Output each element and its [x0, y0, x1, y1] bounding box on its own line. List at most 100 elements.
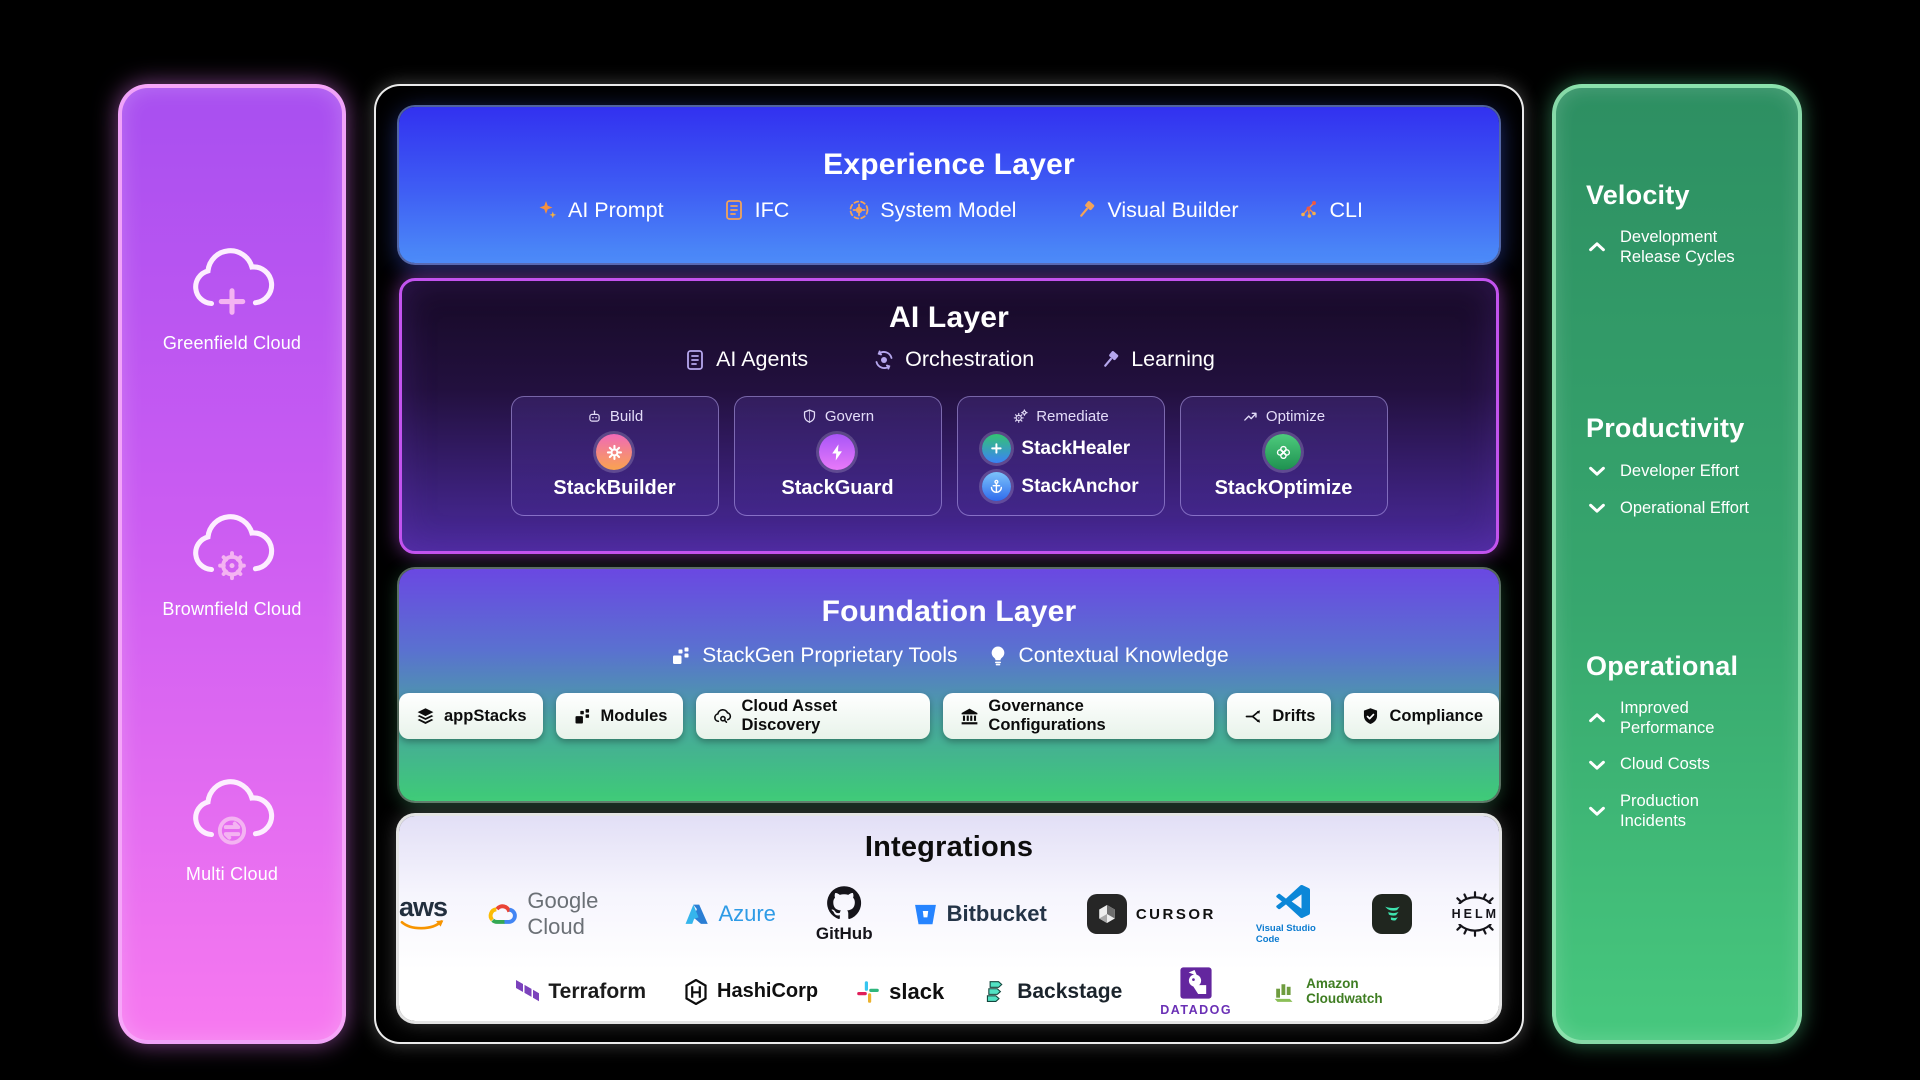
- aws-logo: aws: [399, 891, 448, 933]
- datadog-text: DATADOG: [1160, 1003, 1233, 1017]
- windsurf-icon: [1371, 894, 1412, 934]
- azure-text: Azure: [718, 901, 776, 926]
- outcome-label: Operational Effort: [1620, 499, 1750, 518]
- layer-item-contextual-knowledge: Contextual Knowledge: [986, 644, 1229, 668]
- cursor-text: CURSOR: [1135, 905, 1216, 923]
- outcome-label: Development Release Cycles: [1620, 228, 1735, 267]
- integrations-title: Integrations: [864, 831, 1034, 863]
- card-category: Build: [586, 408, 643, 425]
- layer-item-orchestration: Orchestration: [872, 347, 1034, 372]
- stackbuilder-badge-icon: [596, 434, 633, 470]
- chevron-down-icon: [1586, 497, 1608, 519]
- product-name: StackBuilder: [553, 477, 676, 499]
- terraform-logo: Terraform: [515, 979, 646, 1005]
- backstage-logo: Backstage: [982, 979, 1122, 1005]
- outcome-section-title: Productivity: [1586, 413, 1745, 444]
- chip-label: Governance Configurations: [988, 697, 1106, 734]
- cloud-type-multi-cloud: Multi Cloud: [185, 774, 279, 885]
- robot-icon: [586, 408, 603, 425]
- outcome-section-title: Velocity: [1586, 180, 1690, 210]
- backstage-text: Backstage: [1017, 979, 1123, 1003]
- system-model-icon: [847, 198, 871, 222]
- product-stackanchor: StackAnchor: [982, 472, 1139, 501]
- outcome-label: Improved Performance: [1620, 699, 1715, 738]
- layer-item-label: StackGen Proprietary Tools: [702, 644, 958, 667]
- cloud-type-label: Greenfield Cloud: [162, 332, 302, 353]
- chip-drifts: Drifts: [1227, 693, 1332, 739]
- stackhealer-badge-icon: [982, 434, 1012, 463]
- windsurf-logo: [1371, 894, 1412, 934]
- layer-item-label: System Model: [880, 197, 1017, 222]
- experience-items: AI Prompt IFC System Model Visual Builder CL…: [535, 198, 1363, 223]
- vscode-text: Visual Studio Code: [1255, 923, 1316, 945]
- layer-item-ai-prompt: AI Prompt: [535, 198, 664, 223]
- cloud-search-icon: [712, 706, 733, 727]
- product-stackguard: StackGuard: [781, 425, 894, 500]
- cursor-logo: CURSOR: [1086, 894, 1216, 934]
- datadog-icon: [1180, 967, 1212, 999]
- layer-item-label: AI Prompt: [568, 197, 664, 222]
- chevron-down-icon: [1586, 800, 1608, 822]
- chip-modules: Modules: [555, 693, 684, 739]
- outcome-label: Developer Effort: [1620, 462, 1739, 481]
- chip-label: Compliance: [1389, 706, 1483, 725]
- aws-logo-text: aws: [399, 891, 448, 922]
- chevron-up-icon: [1586, 236, 1608, 258]
- chip-label: appStacks: [444, 706, 527, 725]
- cloud-type-label: Multi Cloud: [185, 864, 279, 885]
- gears-icon: [1012, 408, 1029, 425]
- datadog-logo: DATADOG: [1160, 966, 1232, 1017]
- github-logo: GitHub: [816, 885, 873, 944]
- card-category-label: Build: [609, 408, 644, 425]
- chip-compliance: Compliance: [1344, 693, 1499, 739]
- cloud-type-greenfield-cloud: Greenfield Cloud: [163, 243, 301, 354]
- hashicorp-text: HashiCorp: [717, 980, 819, 1002]
- bulb-icon: [986, 644, 1010, 668]
- product-stackhealer: StackHealer: [982, 434, 1130, 463]
- aws-smile-icon: [400, 920, 444, 930]
- blocks-icon: [669, 644, 693, 668]
- experience-layer-title: Experience Layer: [823, 147, 1075, 181]
- bitbucket-icon: [914, 904, 936, 924]
- stackanchor-badge-icon: [982, 472, 1012, 501]
- outcome-developer-effort: Developer Effort: [1586, 460, 1780, 482]
- foundation-items: StackGen Proprietary Tools Contextual Kno…: [669, 644, 1229, 668]
- layer-item-label: CLI: [1329, 197, 1363, 222]
- slack-icon: [857, 980, 879, 1003]
- slack-logo: slack: [856, 979, 944, 1005]
- layer-item-label: IFC: [754, 197, 790, 222]
- azure-icon: [686, 904, 709, 924]
- chip-appstacks: appStacks: [399, 693, 543, 739]
- google-cloud-logo: Google Cloud: [487, 888, 644, 940]
- cloudwatch-icon: [1274, 984, 1293, 1002]
- layer-item-visual-builder: Visual Builder: [1074, 197, 1239, 223]
- document-icon: [683, 348, 707, 372]
- card-category-label: Optimize: [1265, 408, 1326, 425]
- layer-item-learning: Learning: [1098, 347, 1215, 372]
- layer-item-ai-agents: AI Agents: [683, 347, 808, 372]
- bank-icon: [959, 706, 980, 727]
- outcome-operational-effort: Operational Effort: [1586, 497, 1780, 519]
- chip-cloud-asset-discovery: Cloud Asset Discovery: [696, 693, 931, 739]
- hammer-icon: [1098, 348, 1122, 372]
- hashicorp-logo: HashiCorp: [684, 978, 819, 1005]
- shield-icon: [801, 408, 818, 425]
- product-name: StackGuard: [781, 477, 894, 499]
- card-products: StackBuilder: [553, 425, 676, 500]
- ai-layer-title: AI Layer: [889, 301, 1009, 334]
- sparkles-icon: [535, 198, 559, 222]
- layers-icon: [415, 706, 436, 727]
- layer-item-label: Visual Builder: [1107, 197, 1239, 222]
- foundation-layer-title: Foundation Layer: [821, 595, 1077, 628]
- helm-wheel-top-icon: [1456, 891, 1495, 904]
